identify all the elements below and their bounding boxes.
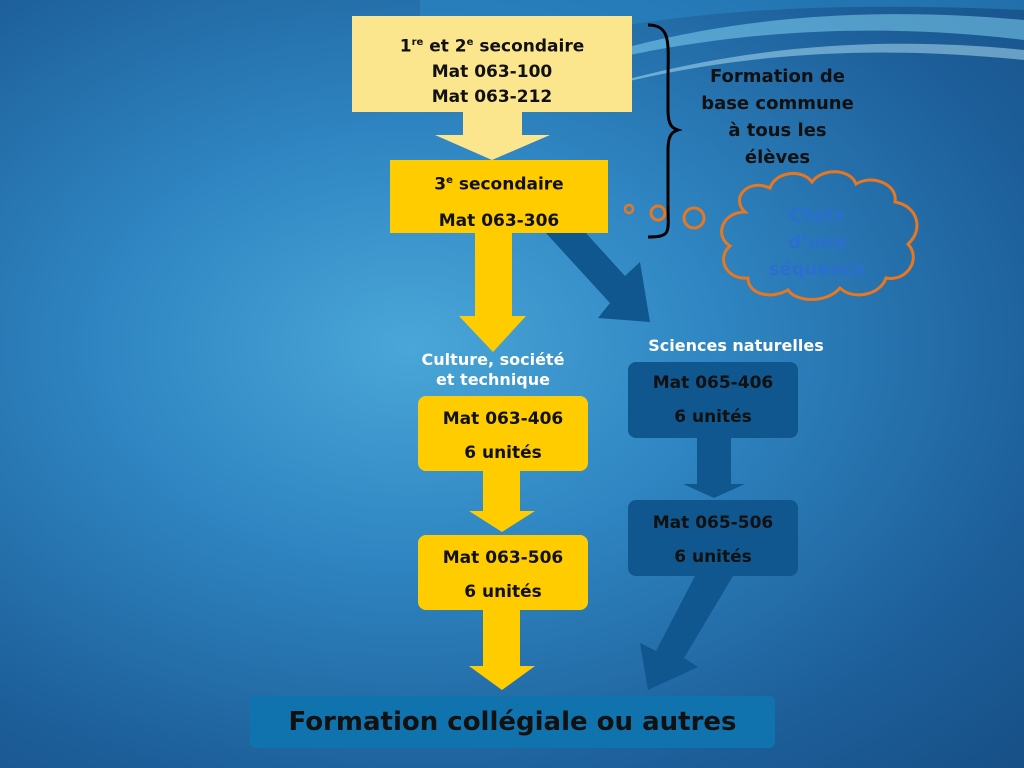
third-num: 3 bbox=[434, 174, 447, 195]
top-num1: 1 bbox=[399, 36, 412, 57]
choice-line2: d’une bbox=[788, 232, 846, 253]
box-first-second-secondary: 1re et 2e secondaire Mat 063-100 Mat 063… bbox=[352, 16, 632, 112]
cst406-course: Mat 063-406 bbox=[442, 409, 564, 429]
sn406-course: Mat 065-406 bbox=[652, 373, 774, 393]
thought-dot-small bbox=[623, 203, 635, 215]
thought-dot-medium bbox=[649, 204, 667, 222]
arrow-third-to-cst406 bbox=[459, 232, 526, 352]
sn506-course: Mat 065-506 bbox=[652, 513, 774, 533]
label-formation-base-commune: Formation de base commune à tous les élè… bbox=[690, 63, 865, 171]
arrow-sn406-to-sn506 bbox=[683, 438, 745, 498]
sn506-units: 6 unités bbox=[674, 547, 752, 567]
arrow-cst506-to-bottom bbox=[469, 608, 535, 690]
top-line1: 1re et 2e secondaire bbox=[352, 30, 632, 60]
label-sn: Sciences naturelles bbox=[648, 336, 824, 355]
box-mat-063-406: Mat 063-406 6 unités bbox=[418, 396, 588, 471]
curly-brace bbox=[647, 23, 683, 239]
formation-line2: base commune bbox=[701, 93, 854, 114]
sn406-units: 6 unités bbox=[674, 407, 752, 427]
choice-cloud bbox=[720, 170, 919, 301]
formation-line1: Formation de bbox=[709, 66, 846, 87]
box-mat-065-406: Mat 065-406 6 unités bbox=[628, 362, 798, 438]
label-cst: Culture, société et technique bbox=[408, 350, 578, 390]
thought-dot-large bbox=[682, 206, 706, 230]
choice-line1: Choix bbox=[788, 205, 846, 226]
top-mid: et 2 bbox=[423, 36, 467, 57]
box-third-secondary: 3e secondaire Mat 063-306 bbox=[390, 160, 608, 233]
third-title-rest: secondaire bbox=[452, 174, 564, 195]
arrow-sn506-to-bottom bbox=[640, 576, 733, 690]
box-mat-065-506: Mat 065-506 6 unités bbox=[628, 500, 798, 576]
box-formation-collegiale: Formation collégiale ou autres bbox=[250, 696, 775, 748]
formation-line4: élèves bbox=[744, 147, 811, 168]
formation-line3: à tous les bbox=[728, 120, 827, 141]
arrow-top-to-third bbox=[435, 112, 550, 160]
cst506-course: Mat 063-506 bbox=[442, 548, 564, 568]
arrow-third-to-sn bbox=[545, 232, 650, 322]
top-sup2: e bbox=[466, 37, 474, 48]
choice-line3: séquence bbox=[768, 259, 866, 280]
label-choix-sequence: Choix d’une séquence bbox=[752, 202, 882, 283]
top-end: secondaire bbox=[473, 36, 585, 57]
box-mat-063-506: Mat 063-506 6 unités bbox=[418, 535, 588, 610]
label-cst-line1: Culture, société bbox=[421, 350, 565, 369]
arrow-cst406-to-cst506 bbox=[469, 470, 535, 532]
third-course: Mat 063-306 bbox=[438, 210, 560, 231]
top-sup1: re bbox=[411, 37, 424, 48]
third-sup: e bbox=[446, 175, 453, 186]
cst506-units: 6 unités bbox=[464, 582, 542, 602]
cst406-units: 6 unités bbox=[464, 443, 542, 463]
top-line3: Mat 063-212 bbox=[431, 86, 553, 107]
third-title: 3e secondaire bbox=[390, 166, 608, 200]
label-cst-line2: et technique bbox=[435, 370, 550, 389]
top-line2: Mat 063-100 bbox=[431, 61, 553, 82]
